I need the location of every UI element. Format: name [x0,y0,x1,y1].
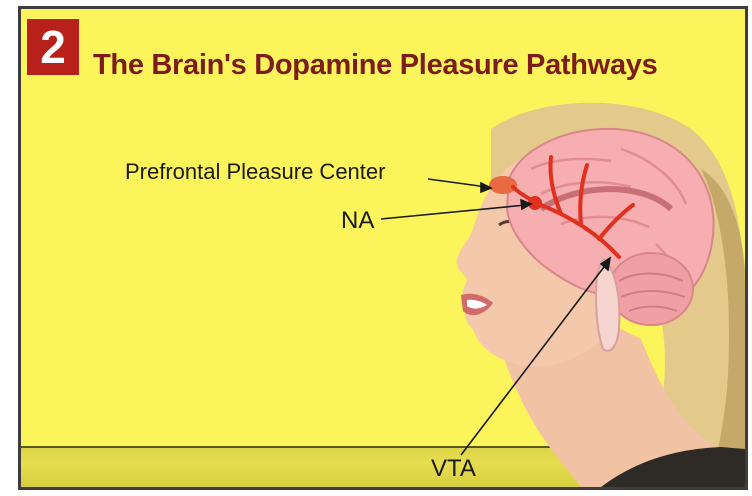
prefrontal-region [489,176,517,194]
step-number-badge: 2 [27,19,79,75]
diagram-frame: 2 The Brain's Dopamine Pleasure Pathways… [18,6,748,490]
cerebellum [609,253,693,325]
pfc-leader-line [428,179,487,187]
label-vta: VTA [431,455,476,483]
label-na: NA [341,207,374,235]
label-prefrontal-pleasure-center: Prefrontal Pleasure Center [125,159,385,185]
diagram-title: The Brain's Dopamine Pleasure Pathways [93,49,657,82]
